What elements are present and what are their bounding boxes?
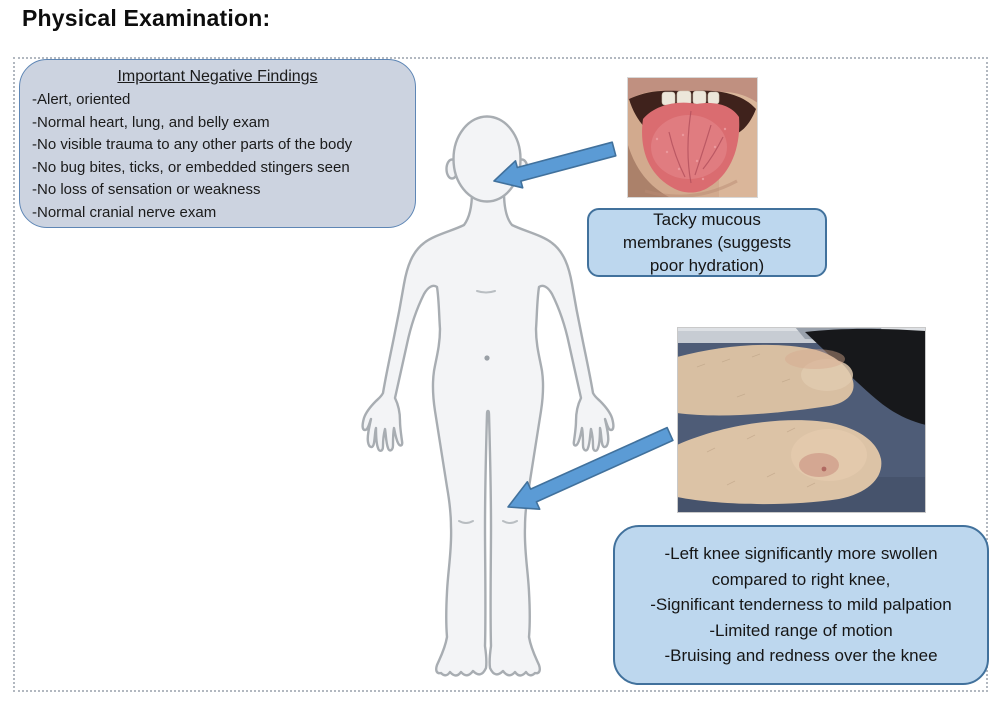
- shorts: [805, 328, 926, 425]
- negative-finding-item: -Normal cranial nerve exam: [32, 203, 217, 221]
- knee-finding-item: -Significant tenderness to mild palpatio…: [650, 595, 952, 615]
- knee-finding-item: -Bruising and redness over the knee: [664, 646, 938, 666]
- chest-line: [476, 290, 496, 294]
- navel: [484, 355, 490, 361]
- right-leg: [677, 344, 854, 416]
- negative-finding-item: -No loss of sensation or weakness: [32, 181, 261, 198]
- negative-findings-panel: Important Negative Findings -Alert, orie…: [19, 59, 416, 228]
- right-knee-line: [502, 520, 518, 524]
- tongue-photo: [627, 77, 758, 198]
- page-title: Physical Examination:: [22, 5, 271, 31]
- knee-photo: [677, 327, 926, 513]
- knee-findings-callout: -Left knee significantly more swollen co…: [613, 525, 989, 685]
- negative-finding-item: -No bug bites, ticks, or embedded stinge…: [32, 158, 350, 176]
- body-outline: [361, 190, 615, 677]
- negative-finding-item: -Alert, oriented: [32, 91, 131, 108]
- negative-finding-item: -No visible trauma to any other parts of…: [32, 136, 353, 153]
- knee-finding-item: -Limited range of motion: [709, 620, 893, 640]
- knee-redness: [799, 453, 839, 477]
- dotted-content-frame: [13, 57, 988, 692]
- negative-findings-heading: Important Negative Findings: [117, 68, 318, 85]
- knee-finding-item: -Left knee significantly more swollen co…: [664, 544, 938, 589]
- negative-finding-item: -Normal heart, lung, and belly exam: [32, 113, 270, 131]
- head: [452, 115, 522, 203]
- mucous-membranes-callout: Tacky mucous membranes (suggests poor hy…: [587, 208, 827, 277]
- left-knee-line: [458, 520, 474, 524]
